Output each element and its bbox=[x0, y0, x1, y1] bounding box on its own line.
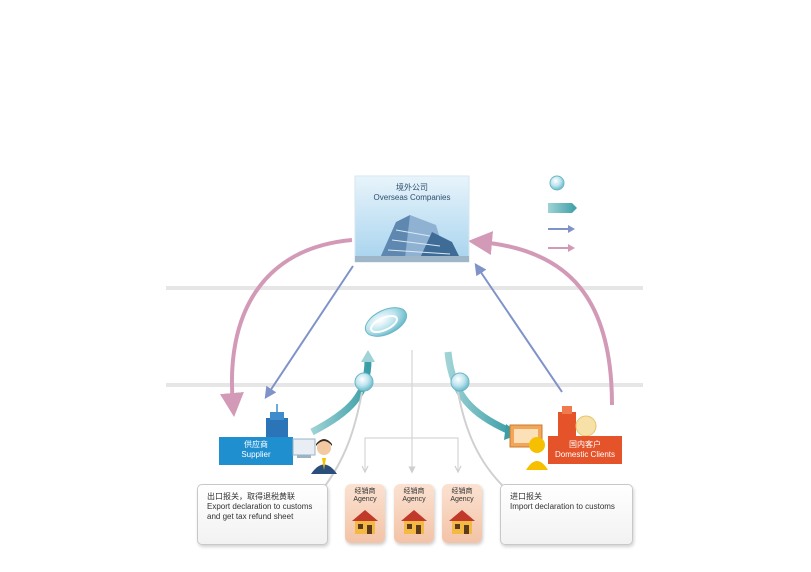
supplier-label-en: Supplier bbox=[241, 450, 271, 459]
house-icon bbox=[352, 510, 378, 534]
person-icon bbox=[317, 441, 331, 455]
legend bbox=[548, 175, 577, 252]
overseas-picture bbox=[354, 175, 470, 263]
domestic-box bbox=[548, 436, 622, 464]
agency-label-en: Agency bbox=[402, 496, 426, 503]
supplier-building-icon bbox=[266, 418, 288, 438]
connector-import bbox=[457, 391, 506, 489]
legend-teal-arrow bbox=[548, 203, 577, 213]
agency-card: 经销商 Agency bbox=[345, 484, 385, 543]
node-left bbox=[354, 372, 374, 392]
agency-label-zh: 经销商 bbox=[354, 488, 376, 495]
export-note-en2: and get tax refund sheet bbox=[207, 512, 294, 521]
domestic-label: 国内客户 Domestic Clients bbox=[548, 440, 622, 460]
teal-arrow-right bbox=[444, 351, 514, 436]
domestic-label-zh: 国内客户 bbox=[569, 440, 601, 449]
grey-arrow-left bbox=[361, 465, 369, 474]
overseas-label-en: Overseas Companies bbox=[373, 193, 451, 202]
export-note: 出口报关，取得退税黄联 Export declaration to custom… bbox=[197, 484, 328, 545]
separator-bottom bbox=[166, 383, 643, 387]
agency-card: 经销商 Agency bbox=[442, 484, 482, 543]
blue-arrow-right bbox=[474, 263, 563, 393]
grey-arrow-right bbox=[454, 465, 462, 474]
export-note-en1: Export declaration to customs bbox=[207, 502, 313, 511]
node-right bbox=[450, 372, 470, 392]
pink-arrow-left bbox=[219, 238, 353, 417]
agency-card: 经销商 Agency bbox=[394, 484, 434, 543]
overseas-label-zh: 境外公司 bbox=[396, 183, 428, 192]
grey-branch bbox=[364, 437, 459, 472]
export-note-zh: 出口报关，取得退税黄联 bbox=[207, 492, 295, 501]
supplier-box bbox=[219, 437, 293, 465]
import-note: 进口报关 Import declaration to customs bbox=[500, 484, 633, 545]
supplier-label: 供应商 Supplier bbox=[219, 440, 293, 460]
connector-export bbox=[321, 391, 363, 491]
house-icon bbox=[449, 510, 475, 534]
central-node bbox=[364, 307, 408, 337]
legend-circle-node bbox=[549, 175, 565, 191]
agency-label-en: Agency bbox=[450, 496, 474, 503]
pink-arrow-right bbox=[468, 231, 614, 406]
domestic-label-en: Domestic Clients bbox=[554, 450, 615, 459]
supplier-graphic bbox=[219, 404, 337, 474]
import-note-zh: 进口报关 bbox=[510, 492, 542, 501]
import-note-en: Import declaration to customs bbox=[510, 502, 615, 511]
blue-arrow-left bbox=[264, 265, 354, 399]
monitor-icon bbox=[292, 438, 316, 456]
agency-label-zh: 经销商 bbox=[451, 488, 473, 495]
house-icon bbox=[401, 510, 427, 534]
separator-top bbox=[166, 286, 643, 290]
overseas-label: 境外公司 Overseas Companies bbox=[355, 183, 469, 203]
clock-icon bbox=[575, 415, 597, 437]
supplier-label-zh: 供应商 bbox=[244, 440, 268, 449]
agency-label-zh: 经销商 bbox=[403, 488, 425, 495]
agency-label-en: Agency bbox=[353, 496, 377, 503]
domestic-graphic bbox=[509, 406, 622, 470]
client-building-icon bbox=[558, 412, 576, 438]
teal-arrow-left-head bbox=[361, 350, 375, 362]
client-person-icon bbox=[529, 437, 545, 453]
teal-arrow-left bbox=[310, 359, 372, 436]
